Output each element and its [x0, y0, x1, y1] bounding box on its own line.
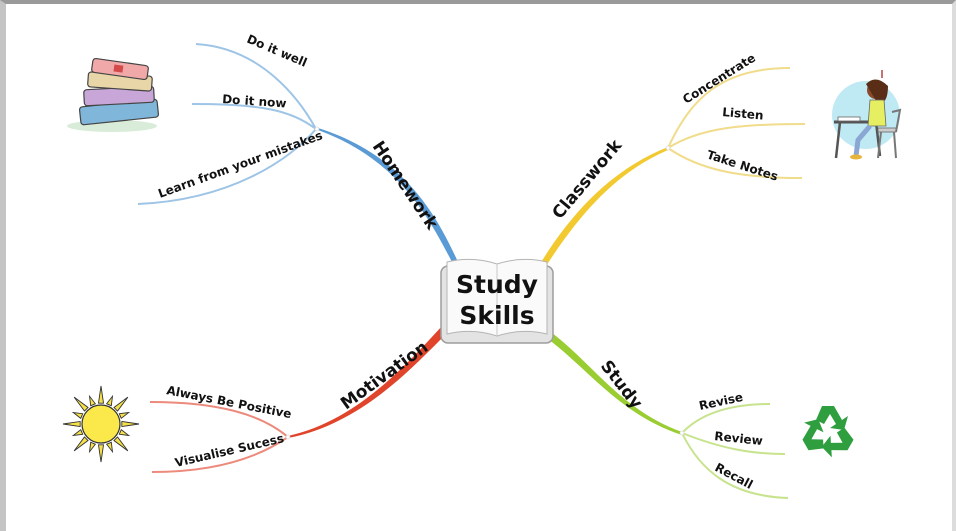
branch-label-homework: Homework	[368, 138, 442, 235]
sun-icon	[62, 385, 140, 463]
sun-ray	[71, 411, 84, 420]
homework-item-do-it-well: Do it well	[245, 32, 309, 70]
sun-ray	[88, 441, 97, 454]
motivation-item-visualise-sucess: Visualise Sucess	[174, 431, 286, 470]
study-item-review: Review	[714, 429, 764, 448]
sun-ray	[62, 420, 81, 428]
sun-ray	[118, 428, 131, 437]
motivation-item-always-be-positive: Always Be Positive	[165, 383, 292, 421]
branch-homework: Homework Do it well Do it now Learn from…	[137, 32, 458, 262]
homework-item-learn-from-mistakes: Learn from your mistakes	[156, 128, 324, 201]
sun-ray	[97, 385, 105, 404]
branch-study: Study Revise Review Recall	[544, 330, 789, 499]
student-at-desk-icon	[832, 70, 902, 160]
branch-motivation: Motivation Always Be Positive Visualise …	[149, 324, 450, 473]
sun-ray	[113, 396, 129, 412]
sun-ray	[88, 394, 97, 407]
central-title-line1: Study	[456, 270, 538, 299]
sun-ray	[121, 420, 140, 428]
branch-junctions	[285, 126, 685, 440]
central-title-line2: Skills	[459, 301, 534, 330]
homework-item-do-it-now: Do it now	[222, 92, 287, 110]
sun-ray	[73, 436, 89, 452]
classwork-item-listen: Listen	[722, 105, 764, 123]
branch-classwork: Classwork Concentrate Listen Take Notes	[540, 51, 806, 266]
sun-ray	[105, 394, 114, 407]
sun-ray	[71, 428, 84, 437]
sun-ray	[113, 436, 129, 452]
classwork-item-take-notes: Take Notes	[705, 148, 780, 184]
sun-ray	[97, 444, 105, 463]
sun-ray	[73, 396, 89, 412]
books-icon	[67, 57, 160, 132]
central-node: Study Skills	[440, 258, 554, 344]
sun-ray	[105, 441, 114, 454]
classwork-item-concentrate: Concentrate	[680, 51, 758, 107]
recycle-icon	[802, 406, 854, 458]
branch-label-motivation: Motivation	[337, 337, 432, 414]
sun-ray	[118, 411, 131, 420]
